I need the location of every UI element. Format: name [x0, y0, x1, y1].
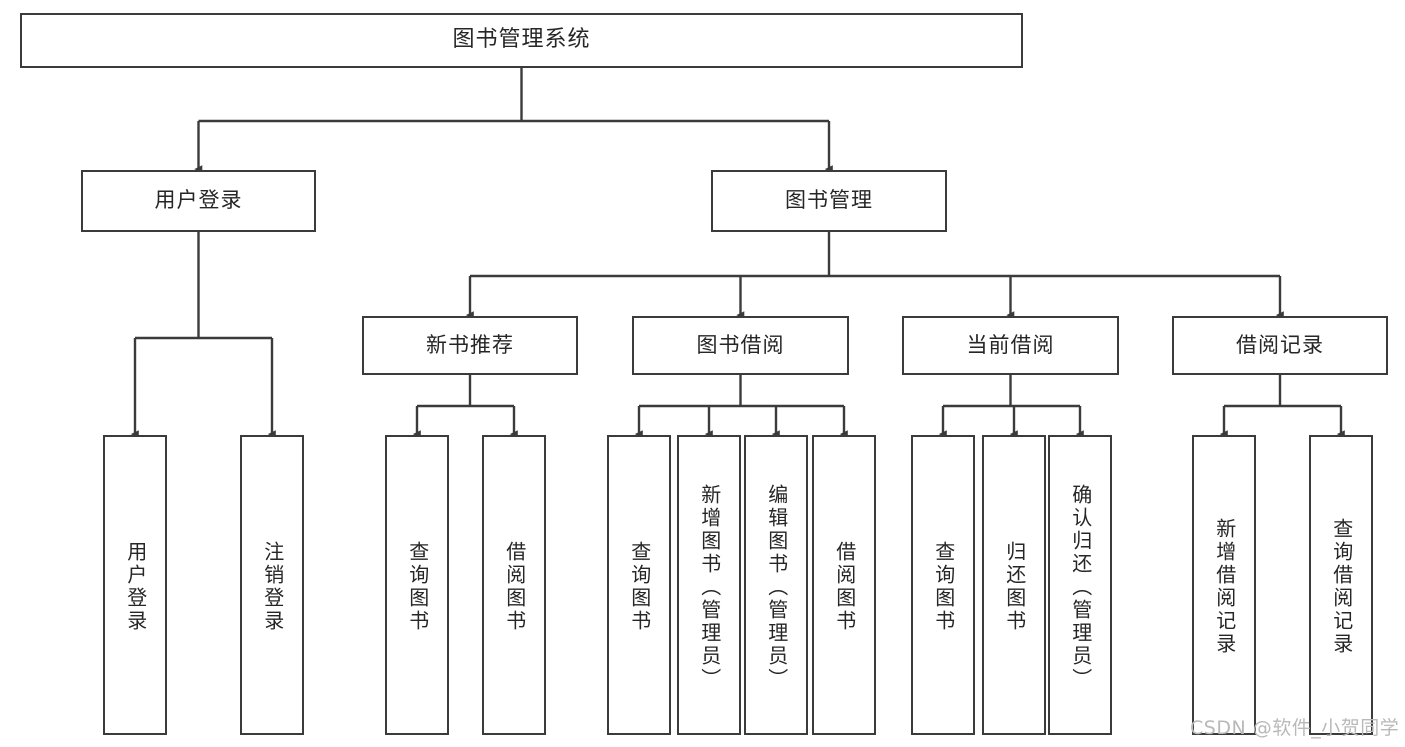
node-label: 用户登录 — [154, 188, 243, 213]
node-leaf-cq[interactable]: 查询图书 — [911, 435, 975, 735]
edge-group — [130, 68, 1345, 439]
node-leaf-new-borrow[interactable]: 借阅图书 — [482, 435, 546, 735]
node-label: 当前借阅 — [966, 332, 1055, 357]
node-label: 新书推荐 — [426, 332, 514, 357]
node-label: 图书管理 — [785, 188, 873, 213]
node-label: 借阅记录 — [1236, 332, 1324, 357]
node-borrow[interactable]: 图书借阅 — [632, 316, 849, 375]
node-label: 编辑图书（管理员） — [764, 483, 789, 691]
node-newbook[interactable]: 新书推荐 — [362, 316, 578, 375]
node-leaf-new-query[interactable]: 查询图书 — [385, 435, 449, 735]
watermark-label: CSDN @软件_小贺同学 — [1190, 717, 1400, 739]
node-label: 查询图书 — [405, 541, 430, 633]
node-leaf-radd[interactable]: 新增借阅记录 — [1192, 435, 1256, 735]
node-label: 借阅图书 — [502, 541, 527, 633]
node-current[interactable]: 当前借阅 — [902, 316, 1119, 375]
node-leaf-creturn[interactable]: 归还图书 — [982, 435, 1046, 735]
node-label: 注销登录 — [260, 541, 285, 633]
node-login[interactable]: 用户登录 — [81, 170, 316, 232]
node-label: 图书管理系统 — [452, 27, 591, 53]
node-label: 查询借阅记录 — [1329, 518, 1354, 656]
node-label: 归还图书 — [1002, 541, 1027, 633]
node-records[interactable]: 借阅记录 — [1172, 316, 1388, 375]
node-label: 查询图书 — [627, 541, 652, 633]
node-leaf-user-login[interactable]: 用户登录 — [103, 435, 167, 735]
node-label: 新增借阅记录 — [1212, 518, 1237, 656]
node-leaf-badd[interactable]: 新增图书（管理员） — [677, 435, 741, 735]
node-leaf-bedit[interactable]: 编辑图书（管理员） — [744, 435, 808, 735]
node-label: 新增图书（管理员） — [697, 483, 722, 691]
node-leaf-bborrow[interactable]: 借阅图书 — [812, 435, 876, 735]
node-leaf-cconfirm[interactable]: 确认归还（管理员） — [1048, 435, 1112, 735]
node-leaf-bq[interactable]: 查询图书 — [607, 435, 671, 735]
node-label: 查询图书 — [931, 541, 956, 633]
node-label: 确认归还（管理员） — [1068, 483, 1093, 691]
node-label: 用户登录 — [123, 541, 148, 633]
node-bookmgmt[interactable]: 图书管理 — [711, 170, 947, 232]
node-label: 借阅图书 — [832, 541, 857, 633]
node-leaf-rquery[interactable]: 查询借阅记录 — [1309, 435, 1373, 735]
node-label: 图书借阅 — [696, 332, 785, 357]
node-root[interactable]: 图书管理系统 — [20, 13, 1023, 68]
node-leaf-user-logout[interactable]: 注销登录 — [240, 435, 304, 735]
